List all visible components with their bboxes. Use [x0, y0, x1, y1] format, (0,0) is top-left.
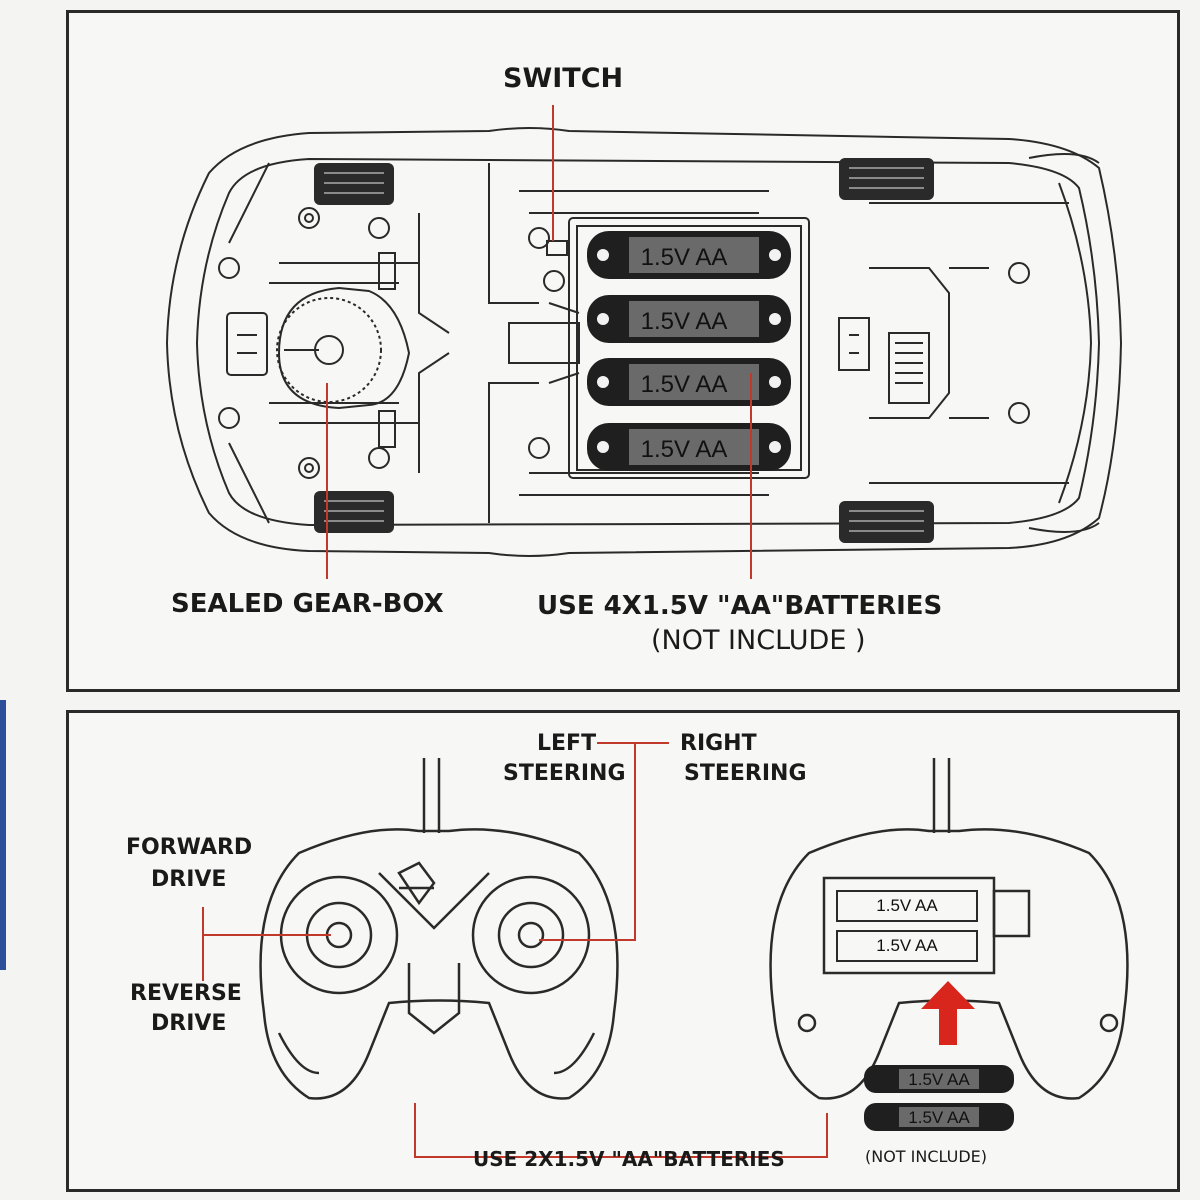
car-battery-label: 1.5V AA	[641, 436, 728, 463]
loose-battery-label: 1.5V AA	[908, 1070, 970, 1089]
car-batteries: 1.5V AA 1.5V AA 1.5V AA 1.5V AA	[587, 231, 791, 471]
remote-callout-lines	[202, 742, 828, 1158]
car-panel: 1.5V AA 1.5V AA 1.5V AA 1.5V AA SWITCH S…	[66, 10, 1180, 692]
insert-arrow	[921, 981, 975, 1045]
right-steering-label-1: RIGHT	[680, 731, 757, 756]
reverse-drive-label-2: DRIVE	[151, 1011, 227, 1036]
right-steering-label-2: STEERING	[684, 761, 807, 786]
car-battery-label: 1.5V AA	[641, 308, 728, 335]
car-battery-label: 1.5V AA	[641, 244, 728, 271]
left-steering-label-1: LEFT	[537, 731, 597, 756]
reverse-drive-label-1: REVERSE	[130, 981, 242, 1006]
remote-battery-note: (NOT INCLUDE)	[865, 1147, 988, 1166]
car-underside-drawing: 1.5V AA 1.5V AA 1.5V AA 1.5V AA	[165, 105, 1123, 579]
tyres	[314, 158, 934, 543]
remote-battery-instruction: USE 2X1.5V "AA"BATTERIES	[473, 1147, 785, 1171]
car-battery-label: 1.5V AA	[641, 371, 728, 398]
left-steering-label-2: STEERING	[503, 761, 626, 786]
loose-batteries: 1.5V AA 1.5V AA	[864, 1065, 1014, 1131]
forward-drive-label-1: FORWARD	[126, 835, 253, 860]
compartment-battery-label: 1.5V AA	[876, 936, 938, 955]
remote-panel: 1.5V AA 1.5V AA 1.5V AA 1.5V AA LEFT STE…	[66, 710, 1180, 1192]
loose-battery-label: 1.5V AA	[908, 1108, 970, 1127]
sealed-gearbox-label: SEALED GEAR-BOX	[171, 589, 444, 619]
forward-drive-label-2: DRIVE	[151, 867, 227, 892]
car-battery-instruction: USE 4X1.5V "AA"BATTERIES	[537, 591, 943, 621]
remote-drawing: 1.5V AA 1.5V AA 1.5V AA 1.5V AA	[202, 742, 1129, 1158]
compartment-batteries: 1.5V AA 1.5V AA	[836, 890, 978, 962]
car-callout-lines	[326, 105, 752, 579]
compartment-battery-label: 1.5V AA	[876, 896, 938, 915]
car-battery-note: (NOT INCLUDE )	[651, 625, 866, 656]
switch-label: SWITCH	[503, 63, 624, 94]
edge-strip	[0, 700, 6, 970]
